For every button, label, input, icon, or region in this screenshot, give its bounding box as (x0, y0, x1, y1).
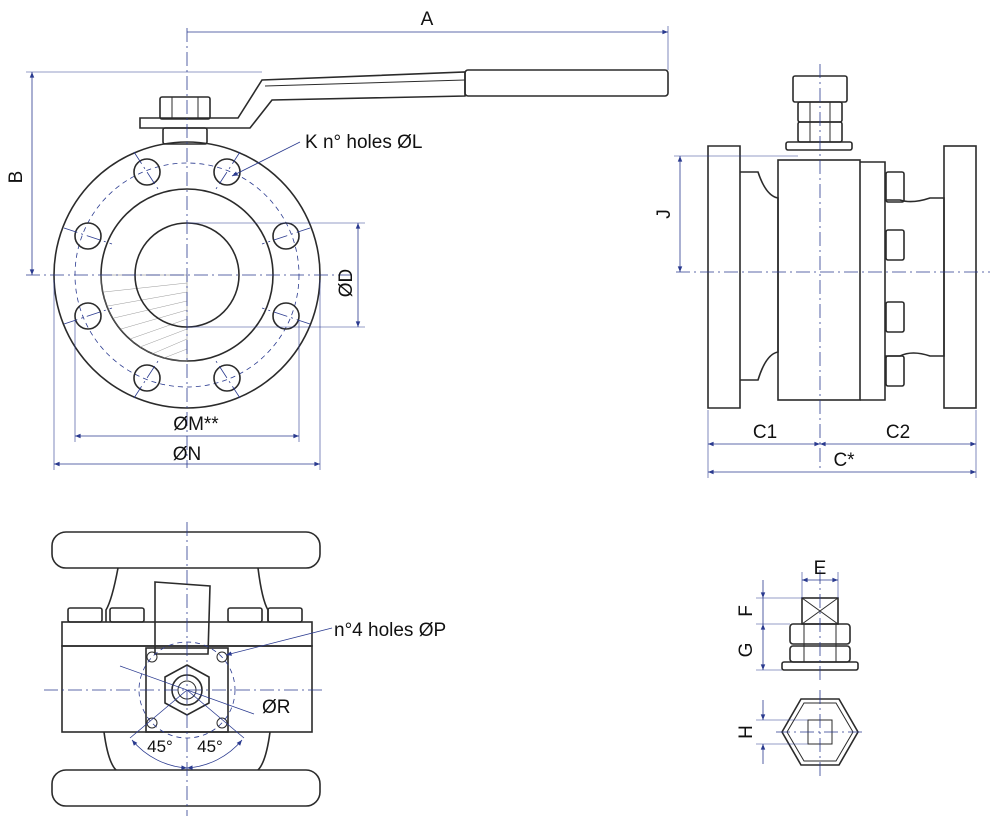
label-E: E (814, 558, 827, 579)
neck-upper-left (105, 567, 119, 622)
angle-arc-right (186, 739, 243, 770)
dimension-B: B (6, 71, 262, 276)
label-F: F (736, 605, 757, 617)
label-H: H (736, 725, 757, 739)
top-flange-lower (51, 769, 321, 807)
top-bolt-heads (67, 607, 303, 623)
label-C2: C2 (886, 422, 910, 443)
dimension-J: J (654, 155, 798, 273)
angle-diagonal-3 (186, 689, 245, 739)
neck-lower-left (103, 731, 117, 771)
left-neck (740, 171, 779, 381)
label-angle-right: 45° (197, 737, 223, 756)
mounting-holes-P (146, 651, 228, 729)
top-flange-upper (51, 531, 321, 569)
label-J: J (654, 209, 675, 219)
leader-P-holes: n°4 holes ØP (225, 620, 446, 656)
dimension-F: F (736, 580, 802, 625)
dimension-N: ØN (53, 280, 321, 470)
label-K-holes: K n° holes ØL (305, 132, 422, 153)
front-view: A B ØD ØM** ØN (6, 9, 669, 470)
lever-top (154, 581, 211, 655)
dimension-C1-C2: C1 C2 (707, 410, 977, 478)
right-body-cap (860, 161, 886, 401)
right-flange (943, 145, 977, 409)
leader-K-holes: K n° holes ØL (231, 132, 422, 177)
label-P-holes: n°4 holes ØP (334, 620, 446, 641)
stem-nut (159, 96, 211, 145)
label-R: ØR (262, 697, 291, 718)
label-D: ØD (336, 269, 357, 298)
dimension-A: A (187, 9, 669, 70)
angle-diagonal-2 (129, 689, 188, 739)
label-C: C* (833, 450, 855, 471)
side-stem-nut (785, 75, 853, 151)
label-angle-left: 45° (147, 737, 173, 756)
top-view: 45° 45° n°4 holes ØP ØR (44, 522, 446, 816)
label-B: B (6, 171, 27, 184)
dimension-G: G (736, 624, 782, 671)
dimension-H: H (736, 700, 808, 764)
neck-lower-right (257, 731, 271, 771)
label-C1: C1 (753, 422, 777, 443)
label-G: G (736, 643, 757, 658)
bolt-holes (74, 158, 300, 392)
dimension-M: ØM** (74, 320, 300, 442)
angle-arc-left (131, 739, 188, 770)
label-M: ØM** (173, 414, 219, 435)
dimension-D: ØD (187, 222, 365, 328)
dimension-E: E (801, 558, 839, 598)
bore-hatch (100, 274, 188, 362)
side-bolts (885, 171, 905, 387)
central-body (777, 159, 861, 401)
stem-detail: E F G H (736, 558, 866, 776)
side-view: J C1 C2 C* (654, 64, 990, 478)
label-N: ØN (173, 444, 202, 465)
dimension-C: C* (708, 450, 976, 475)
label-A: A (421, 9, 434, 30)
left-flange (707, 145, 741, 409)
lever-handle (139, 69, 669, 129)
neck-upper-right (257, 567, 269, 622)
